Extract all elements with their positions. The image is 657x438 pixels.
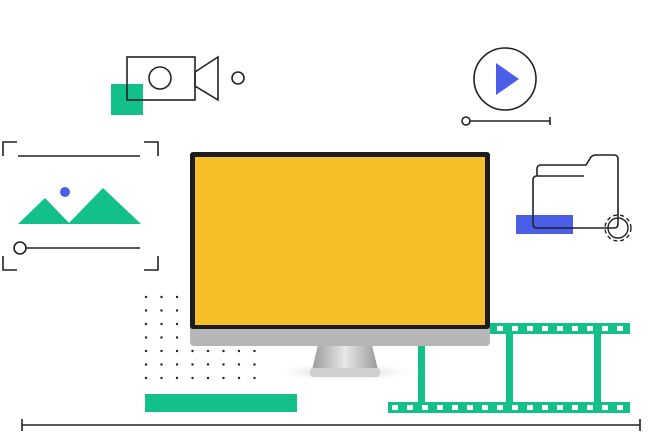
video-camera-icon bbox=[111, 55, 245, 115]
dot bbox=[144, 295, 148, 299]
film-hole bbox=[572, 326, 578, 331]
green-bar bbox=[145, 394, 297, 412]
film-hole bbox=[437, 405, 443, 410]
film-hole bbox=[572, 405, 578, 410]
film-hole bbox=[527, 405, 533, 410]
dot bbox=[206, 363, 210, 366]
film-hole bbox=[452, 405, 458, 410]
dot bbox=[237, 363, 241, 366]
film-hole bbox=[602, 405, 608, 410]
film-hole bbox=[482, 405, 488, 410]
film-strip-bottom bbox=[388, 402, 630, 413]
dot bbox=[175, 376, 179, 380]
film-hole bbox=[542, 405, 548, 410]
dot bbox=[175, 349, 179, 353]
film-strip-icon bbox=[388, 323, 630, 413]
dot bbox=[175, 322, 179, 326]
dot bbox=[191, 363, 194, 366]
dot bbox=[237, 349, 241, 353]
play-icon bbox=[461, 47, 551, 126]
monitor-screen bbox=[195, 157, 485, 325]
dot bbox=[237, 376, 241, 380]
dot bbox=[222, 376, 225, 380]
dot bbox=[144, 376, 148, 380]
dot bbox=[175, 336, 179, 339]
film-hole bbox=[422, 405, 428, 410]
dot bbox=[253, 349, 256, 353]
film-frame-divider bbox=[594, 334, 601, 402]
film-hole bbox=[587, 405, 593, 410]
progress-knob bbox=[461, 116, 471, 126]
dot bbox=[206, 349, 210, 353]
film-frame-divider bbox=[506, 334, 513, 402]
film-hole bbox=[497, 405, 503, 410]
dot bbox=[206, 376, 210, 380]
dot bbox=[160, 376, 163, 380]
film-hole bbox=[587, 326, 593, 331]
dot bbox=[253, 376, 256, 380]
film-hole bbox=[557, 326, 563, 331]
film-hole bbox=[557, 405, 563, 410]
dot bbox=[144, 363, 148, 366]
film-hole bbox=[392, 405, 398, 410]
dot bbox=[191, 349, 194, 353]
film-hole bbox=[512, 405, 518, 410]
timeline-baseline bbox=[21, 419, 641, 431]
dot bbox=[222, 349, 225, 353]
dot bbox=[144, 336, 148, 339]
dot bbox=[175, 309, 179, 312]
dot bbox=[160, 295, 163, 299]
film-hole bbox=[512, 326, 518, 331]
film-hole bbox=[467, 405, 473, 410]
dot bbox=[222, 363, 225, 366]
dot bbox=[160, 336, 163, 339]
dot bbox=[144, 322, 148, 326]
dot bbox=[191, 376, 194, 380]
film-hole bbox=[542, 326, 548, 331]
folder-icon bbox=[516, 154, 632, 242]
film-hole bbox=[497, 326, 503, 331]
monitor-icon bbox=[190, 152, 490, 382]
film-hole bbox=[527, 326, 533, 331]
dot bbox=[175, 295, 179, 299]
film-hole bbox=[617, 326, 623, 331]
dot bbox=[175, 363, 179, 366]
dot bbox=[160, 322, 163, 326]
dot bbox=[144, 309, 148, 312]
film-hole bbox=[602, 326, 608, 331]
dot bbox=[144, 349, 148, 353]
image-icon bbox=[2, 141, 159, 271]
dot bbox=[160, 363, 163, 366]
film-hole bbox=[617, 405, 623, 410]
dot bbox=[160, 349, 163, 353]
dot bbox=[160, 309, 163, 312]
film-hole bbox=[407, 405, 413, 410]
dot bbox=[253, 363, 256, 366]
film-frame-divider bbox=[418, 334, 425, 402]
